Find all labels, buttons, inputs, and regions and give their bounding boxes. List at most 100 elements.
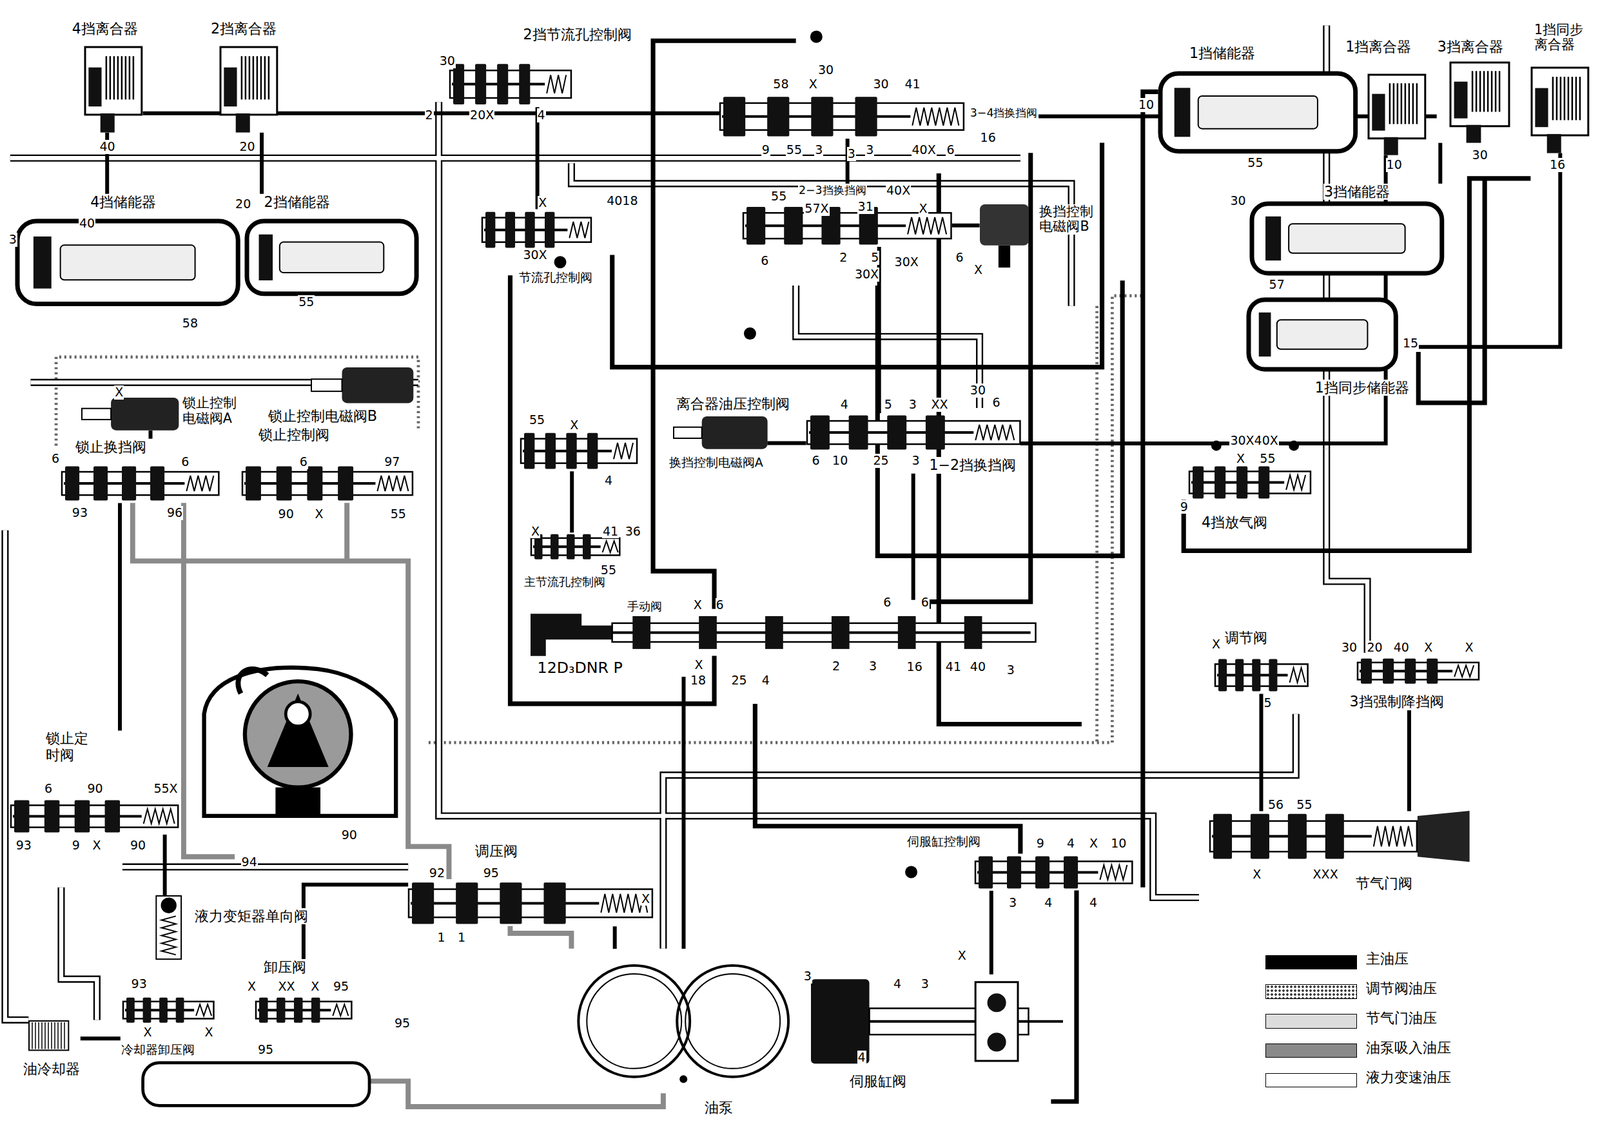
legend-swatch — [1265, 1014, 1358, 1029]
valve-land — [293, 997, 303, 1024]
port-number: 93 — [130, 977, 148, 992]
valve-bore — [1209, 821, 1417, 852]
valve-land — [1251, 659, 1261, 692]
clutch-piston — [1453, 81, 1468, 119]
component: 4挡储能器 — [15, 194, 240, 307]
oil-line — [148, 430, 153, 440]
component-label: 1挡储能器 — [1188, 45, 1256, 62]
cooler-fin — [41, 1022, 44, 1049]
component-label: 2挡节流孔控制阀 — [522, 26, 633, 44]
clutch-plate — [132, 56, 135, 100]
clutch-plate — [264, 56, 267, 100]
valve-land — [499, 882, 522, 924]
component: 2挡节流孔控制阀 — [449, 26, 633, 108]
cooler-fin — [32, 1022, 34, 1049]
port-number: 92 — [428, 866, 446, 881]
component-label: 锁止控制 电磁阀A — [181, 395, 251, 427]
component-shape — [244, 219, 419, 296]
spring — [195, 1004, 212, 1016]
port-number: X — [957, 948, 967, 964]
clutch-plate — [1404, 83, 1407, 124]
port-number: 6 — [810, 453, 820, 469]
check-balls — [554, 30, 1300, 879]
valve-land — [1213, 814, 1232, 860]
component-label: 锁止换挡阀 — [74, 439, 147, 456]
servo-detail — [987, 993, 1007, 1013]
accumulator-body — [1160, 73, 1356, 152]
valve-land — [453, 63, 465, 105]
valve-land — [14, 800, 30, 833]
pipe — [1095, 306, 1099, 743]
valve-bore — [255, 1001, 352, 1020]
port-number: 56 — [1267, 798, 1285, 813]
port-number: X — [569, 418, 579, 433]
valve-land — [307, 466, 323, 501]
component-label: 3挡离合器 — [1436, 38, 1504, 56]
valve-bore — [61, 471, 219, 496]
port-number: 6 — [992, 395, 1002, 410]
oil-line — [303, 884, 409, 959]
port-number: 4 — [604, 473, 614, 488]
valve-land — [698, 616, 717, 650]
port-number: X — [114, 385, 124, 400]
port-number: 4 — [1066, 836, 1076, 851]
clutch-piston — [88, 67, 102, 108]
component-label: 换挡控制电磁阀A — [668, 455, 764, 470]
component: 液力变矩器单向阀 — [150, 896, 309, 960]
pump-gear — [677, 965, 790, 1078]
valve-land — [337, 466, 354, 501]
clutch-plate — [1491, 70, 1493, 112]
pipe — [796, 285, 980, 409]
converter-hub — [285, 702, 311, 727]
clutch-plate — [248, 56, 251, 100]
component: 3挡储能器 — [1249, 183, 1444, 276]
oil-line — [845, 138, 850, 184]
legend-swatch — [1265, 1043, 1358, 1058]
pipe — [5, 530, 29, 1021]
port-number: 58 — [181, 316, 199, 331]
spring — [377, 475, 409, 492]
legend-swatch — [1265, 1073, 1358, 1088]
pipe — [1142, 91, 1159, 888]
solenoid-body — [701, 416, 768, 450]
valve-bore — [482, 217, 592, 242]
port-number: 40 — [969, 660, 987, 675]
spring — [1289, 667, 1305, 683]
component-label: 2−3挡换挡阀 — [798, 183, 868, 197]
port-number: 18 — [689, 673, 707, 688]
component-label: 锁止控制阀 — [257, 426, 331, 444]
valve-land — [1287, 814, 1307, 860]
port-number: 10 — [1137, 97, 1155, 113]
valve-land — [887, 415, 907, 450]
manual-detent — [530, 613, 613, 657]
clutch-plate — [1475, 70, 1478, 112]
port-number: 55 — [770, 189, 788, 204]
port-number: 25 — [872, 453, 889, 469]
component-shape — [1246, 297, 1398, 372]
port-number: 40X — [911, 143, 937, 158]
pipe — [663, 714, 1296, 949]
valve-land — [485, 211, 496, 248]
component-shape — [1356, 656, 1480, 686]
port-number: X — [530, 524, 541, 539]
valve-land — [810, 415, 830, 450]
valve-land — [65, 466, 80, 501]
clutch-port — [235, 113, 251, 133]
sump — [143, 1063, 370, 1106]
servo-detail — [987, 1032, 1007, 1052]
component-shape — [219, 45, 279, 133]
valve-bore — [1215, 664, 1308, 687]
valve-land — [121, 466, 137, 501]
port-number: 30X40X — [1229, 433, 1279, 449]
component-shape — [15, 219, 240, 307]
component-label: 4挡储能器 — [89, 194, 157, 211]
legend-row: 主油压 — [1265, 950, 1501, 976]
port-number: X — [918, 201, 929, 216]
clutch-plate — [108, 56, 111, 100]
valve-land — [1268, 659, 1278, 692]
oil-line — [767, 441, 806, 446]
clutch-plate — [1400, 83, 1403, 124]
solenoid-body — [110, 397, 179, 431]
cooler-fin — [51, 1022, 53, 1049]
